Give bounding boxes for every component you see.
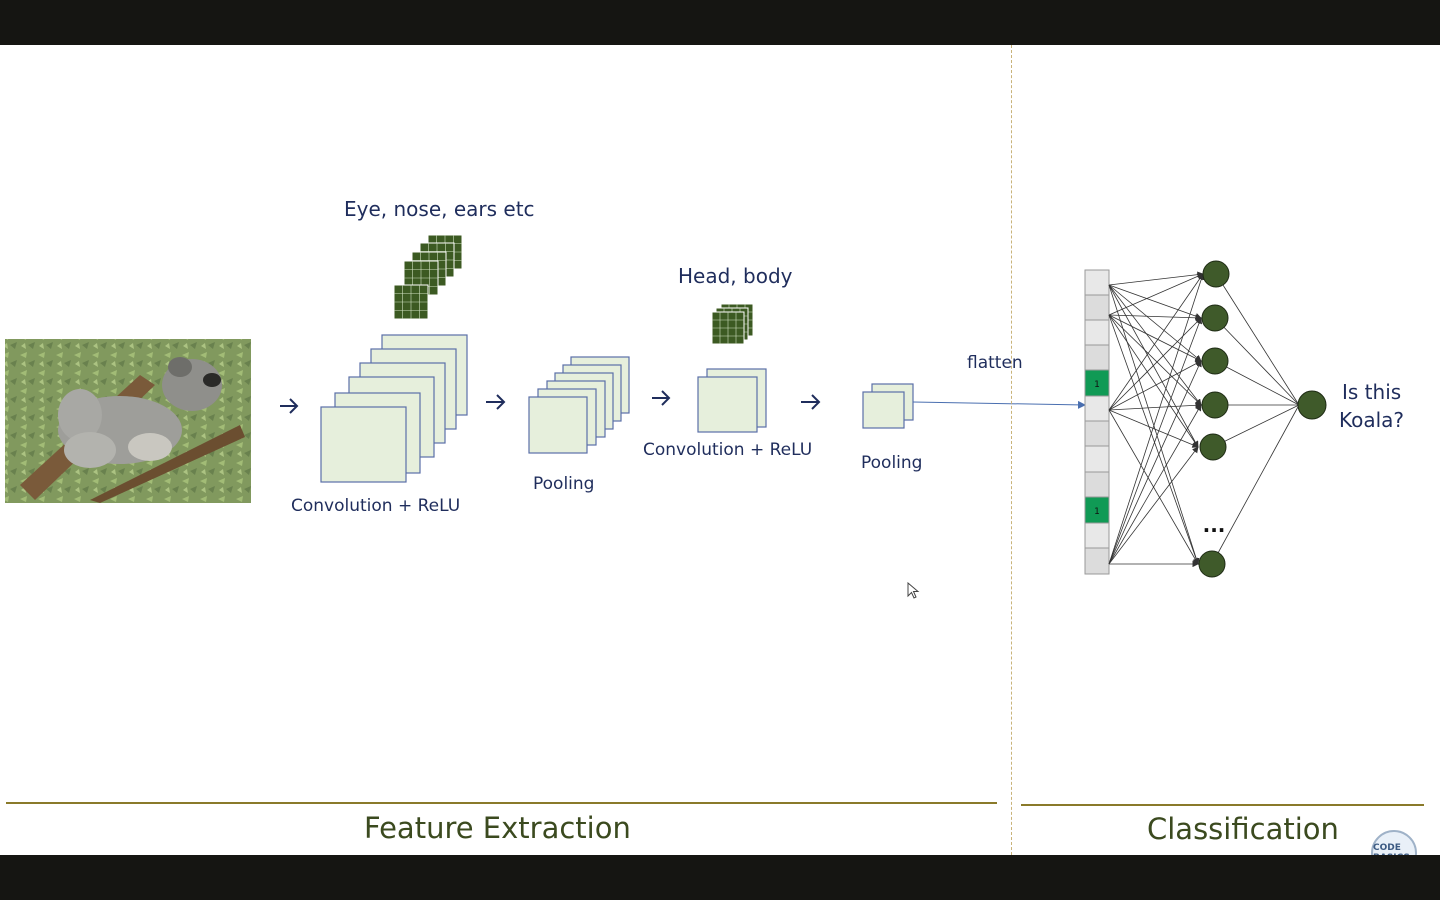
conv-relu-label-2: Convolution + ReLU [643,440,813,460]
dense-connections-2 [1211,273,1300,565]
hidden-neuron [1201,304,1229,332]
bottom-letterbox-bar [0,855,1440,900]
feature-extraction-rule [6,802,997,804]
mouse-cursor-icon [907,582,920,599]
arrow-3 [652,390,671,406]
conv-relu-label-1: Convolution + ReLU [291,496,461,516]
pool1-feature-maps [528,356,630,454]
flatten-connector [912,400,1086,409]
hidden-neuron [1201,391,1229,419]
hidden-neurons [1198,260,1230,578]
hidden-neuron [1201,347,1229,375]
flattened-vector: 1 1 [1084,269,1110,575]
pooling-label-2: Pooling [861,453,923,473]
output-neuron [1297,390,1327,420]
flat-one-a: 1 [1094,380,1100,390]
dense-connections-1 [1108,271,1205,568]
koala-photo [5,339,251,503]
hidden-neuron [1202,260,1230,288]
feature-extraction-title: Feature Extraction [364,811,631,845]
features-label-1: Eye, nose, ears etc [344,197,535,221]
cnn-diagram-svg: 1 1 [5,234,1327,578]
hidden-neuron [1198,550,1226,578]
top-letterbox-bar [0,0,1440,45]
pool2-feature-maps [862,383,914,429]
question-line-1: Is this [1342,380,1402,404]
section-divider [1011,45,1012,855]
pooling-label-1: Pooling [533,474,595,494]
question-line-2: Koala? [1339,408,1405,432]
slide-canvas: 1 1 [0,45,1440,855]
stage-arrows [280,390,821,414]
arrow-1 [280,398,299,414]
classification-rule [1021,804,1424,806]
arrow-2 [486,394,506,410]
features-label-2: Head, body [678,264,793,288]
flatten-label: flatten [967,353,1023,373]
hidden-neuron [1199,433,1227,461]
filter-stack-2 [711,303,754,345]
flat-one-b: 1 [1094,507,1100,517]
classification-title: Classification [1147,812,1339,846]
arrow-4 [801,394,821,410]
conv2-feature-maps [697,368,767,433]
conv1-feature-maps [320,334,468,483]
filter-stack-1 [393,234,463,320]
ellipsis-label: ... [1203,513,1226,537]
